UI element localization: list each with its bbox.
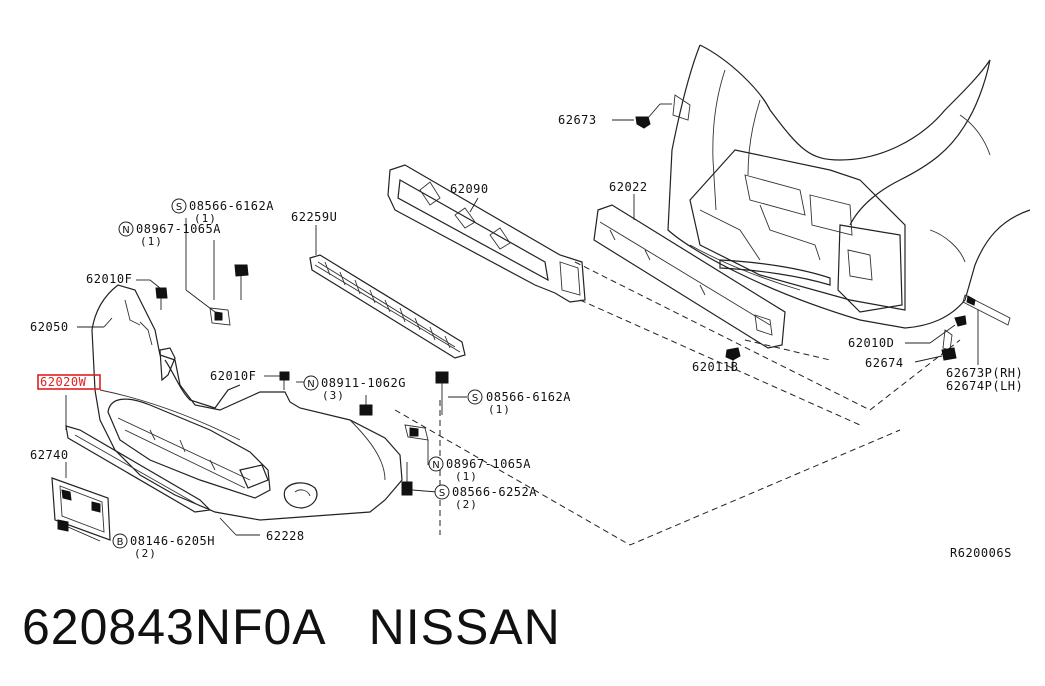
label-62010F-upper: 62010F (86, 272, 132, 286)
bumper-reinforcement-62022 (593, 194, 786, 349)
fastener-08566-6252A: S 08566-6252A (2) (434, 484, 537, 511)
upper-clips (155, 264, 449, 496)
label-62022: 62022 (609, 180, 648, 194)
label-62673: 62673 (558, 113, 597, 127)
label-62673P-RH: 62673P(RH) (946, 366, 1023, 380)
right-side-clips (905, 294, 1011, 365)
bumper-fascia (91, 284, 403, 521)
license-plate-bracket (51, 477, 111, 542)
fastener-badge: N (307, 379, 314, 390)
label-62010F-lower: 62010F (210, 369, 256, 383)
label-62228: 62228 (266, 529, 305, 543)
fastener-qty: (3) (322, 389, 345, 402)
fastener-badge: S (439, 488, 445, 499)
fastener-badge: S (176, 202, 182, 213)
fastener-code: 08911-1062G (321, 376, 406, 390)
label-62020W: 62020W (40, 375, 87, 389)
fastener-code: 08967-1065A (136, 222, 221, 236)
fastener-08967-1065A-lower: N 08967-1065A (1) (428, 456, 531, 483)
fastener-qty: (2) (134, 547, 157, 560)
fastener-badge: N (122, 225, 129, 236)
part-number: 620843NF0A (22, 599, 324, 655)
fastener-qty: (1) (194, 212, 217, 225)
label-62050: 62050 (30, 320, 69, 334)
label-62090: 62090 (450, 182, 489, 196)
lower-spoiler-62740 (65, 425, 212, 513)
fastener-08566-6162A-lower: S 08566-6162A (1) (467, 389, 571, 416)
leader-lines (65, 218, 467, 536)
fastener-qty: (1) (488, 403, 511, 416)
footer-caption: 620843NF0A NISSAN (22, 598, 561, 656)
label-62740: 62740 (30, 448, 69, 462)
fastener-code: 08566-6162A (189, 199, 274, 213)
fastener-badge: S (472, 393, 478, 404)
clip-62673 (612, 103, 672, 129)
label-62674P-LH: 62674P(LH) (946, 379, 1023, 393)
label-62674: 62674 (865, 356, 904, 370)
fastener-badge: N (432, 460, 439, 471)
fastener-badge: B (117, 537, 124, 548)
diagram-reference: R620006S (950, 546, 1012, 560)
fastener-qty: (1) (140, 235, 163, 248)
lower-grille-62259U (309, 225, 466, 359)
brand-name: NISSAN (368, 599, 561, 655)
label-62011B: 62011B (692, 360, 738, 374)
fastener-08566-6162A-upper: S 08566-6162A (1) (171, 198, 274, 225)
label-62010D: 62010D (848, 336, 894, 350)
fastener-code: 08566-6162A (486, 390, 571, 404)
fastener-08146-6205H: B 08146-6205H (2) (112, 533, 215, 560)
fastener-qty: (1) (455, 470, 478, 483)
label-62259U: 62259U (291, 210, 337, 224)
fastener-08967-1065A-upper: N 08967-1065A (1) (118, 221, 221, 248)
bumper-bracket-62090 (387, 164, 586, 303)
fastener-08911-1062G: N 08911-1062G (3) (303, 375, 406, 402)
fastener-qty: (2) (455, 498, 478, 511)
fastener-code: 08967-1065A (446, 457, 531, 471)
car-body-structure (667, 44, 1031, 329)
highlight-box (37, 374, 101, 390)
clip-62011B (725, 347, 741, 370)
fastener-code: 08146-6205H (130, 534, 215, 548)
fastener-code: 08566-6252A (452, 485, 537, 499)
